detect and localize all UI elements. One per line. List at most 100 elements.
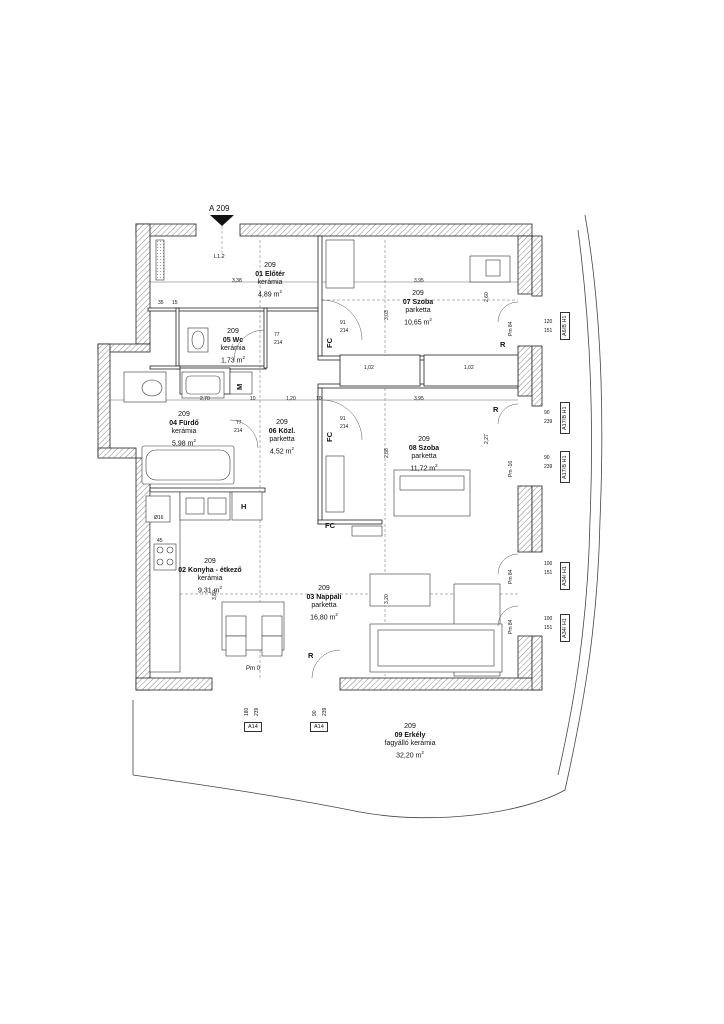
dim-label: 3,80	[212, 590, 218, 600]
room-floor: parketta	[411, 453, 437, 460]
interior-walls	[147, 235, 519, 525]
dim-label: 2,60	[484, 292, 490, 302]
room-name: 05 Wc	[222, 336, 244, 344]
dim-label: 1,20	[286, 396, 296, 402]
dim-label: 15	[172, 300, 178, 306]
washer-label: M	[235, 383, 244, 390]
dim-label: 214	[274, 340, 283, 346]
room-area: 4,52 m2	[270, 445, 294, 455]
window-height: 239	[322, 707, 328, 716]
room-number: 209	[204, 558, 216, 565]
window-width: 90	[544, 455, 550, 461]
fc-label: FC	[325, 432, 334, 442]
dim-label: 214	[340, 424, 349, 430]
room-label-wc: 209 05 Wc kerámia 1,73 m2	[221, 328, 246, 365]
balcony-outline	[132, 214, 603, 819]
window-code: A34/ H1	[560, 562, 570, 590]
window-width: 120	[544, 319, 553, 325]
room-number: 209	[418, 436, 430, 443]
exterior-walls	[97, 223, 543, 691]
window-code: A17/B H1	[560, 451, 570, 483]
dim-label: 3,95	[414, 396, 424, 402]
room-area: 5,98 m2	[172, 437, 196, 447]
window-code: A6/B H1	[560, 311, 570, 340]
dim-label: 214	[234, 428, 243, 434]
dim-label: 45	[157, 538, 163, 544]
room-floor: parketta	[269, 436, 295, 443]
l12-label: L1.2	[214, 254, 225, 260]
dim-label: 3,20	[384, 594, 390, 604]
room-name: 02 Konyha - étkező	[178, 566, 242, 574]
room-number: 209	[227, 328, 239, 335]
room-floor: kerámia	[197, 575, 223, 582]
window-pm: Pm 84	[508, 569, 514, 584]
window-pm: Pm 84	[508, 321, 514, 336]
window-height: 239	[544, 464, 553, 470]
room-name: 03 Nappali	[306, 593, 342, 601]
dim-label: 91	[340, 416, 346, 422]
hood-label: Ø16	[154, 515, 164, 521]
window-height: 239	[254, 707, 260, 716]
room-area: 10,65 m2	[404, 316, 432, 326]
dim-label: 77	[236, 420, 242, 426]
room-label-szoba-08: 209 08 Szoba parketta 11,72 m2	[409, 436, 439, 473]
window-height: 239	[544, 419, 553, 425]
room-label-konyha: 209 02 Konyha - étkező kerámia 9,31 m2	[178, 558, 241, 595]
radiator-label: R	[493, 405, 499, 414]
dim-label: 3,03	[384, 310, 390, 320]
room-label-furdo: 209 04 Fürdő kerámia 5,98 m2	[169, 411, 199, 448]
room-label-eloter: 209 01 Előtér kerámia 4,89 m2	[255, 262, 285, 299]
dim-label: 3,95	[414, 278, 424, 284]
room-number: 209	[264, 262, 276, 269]
door-swings	[229, 299, 519, 679]
radiator-label: R	[500, 340, 506, 349]
room-number: 209	[412, 290, 424, 297]
window-width: 90	[312, 710, 318, 716]
window-width: 100	[544, 616, 553, 622]
room-area: 4,89 m2	[258, 288, 282, 298]
dim-label: 91	[340, 320, 346, 326]
dim-label: 10	[316, 396, 322, 402]
room-name: 07 Szoba	[402, 298, 434, 306]
living-furniture	[351, 525, 503, 677]
window-width: 90	[544, 410, 550, 416]
room-number: 209	[318, 585, 330, 592]
window-pm: Pm 84	[508, 619, 514, 634]
room-floor: fagyálló kerámia	[384, 740, 436, 747]
window-code: A34/ H1	[560, 614, 570, 642]
dim-label: 77	[274, 332, 280, 338]
window-width: 180	[244, 707, 250, 716]
window-code: A14	[244, 722, 262, 732]
fridge-label: H	[241, 502, 247, 511]
room-number: 209	[276, 419, 288, 426]
room-area: 16,80 m2	[310, 611, 338, 621]
room-name: 06 Közl.	[268, 427, 296, 435]
window-pm: Pm -16	[508, 460, 514, 477]
radiator-label: R	[308, 651, 314, 660]
room-name: 08 Szoba	[408, 444, 440, 452]
dim-label: 2,27	[484, 434, 490, 444]
level-label: Pm 0	[246, 666, 261, 672]
room-label-kozl: 209 06 Közl. parketta 4,52 m2	[269, 419, 295, 456]
dim-label: 2,88	[384, 448, 390, 458]
room-label-nappali: 209 03 Nappali parketta 16,80 m2	[306, 585, 341, 622]
window-code: A17/B H1	[560, 402, 570, 434]
elevation-arrow	[210, 215, 234, 258]
dim-label: 2,70	[200, 396, 210, 402]
fc-label: FC	[325, 338, 334, 348]
window-width: 100	[544, 561, 553, 567]
room-label-erkely: 209 09 Erkély fagyálló kerámia 32,20 m2	[385, 723, 436, 760]
room-floor: kerámia	[257, 279, 283, 286]
room-name: 04 Fürdő	[169, 419, 199, 427]
room-floor: kerámia	[220, 345, 246, 352]
bedroom-furniture	[325, 239, 511, 517]
bathroom-fixtures	[123, 239, 253, 485]
dining-furniture	[221, 601, 285, 657]
elevation-marker-label: A 209	[209, 204, 230, 213]
room-floor: kerámia	[171, 428, 197, 435]
room-area: 9,31 m2	[198, 584, 222, 594]
room-number: 209	[404, 723, 416, 730]
dim-label: 214	[340, 328, 349, 334]
window-height: 151	[544, 570, 553, 576]
room-area: 11,72 m2	[410, 462, 438, 472]
